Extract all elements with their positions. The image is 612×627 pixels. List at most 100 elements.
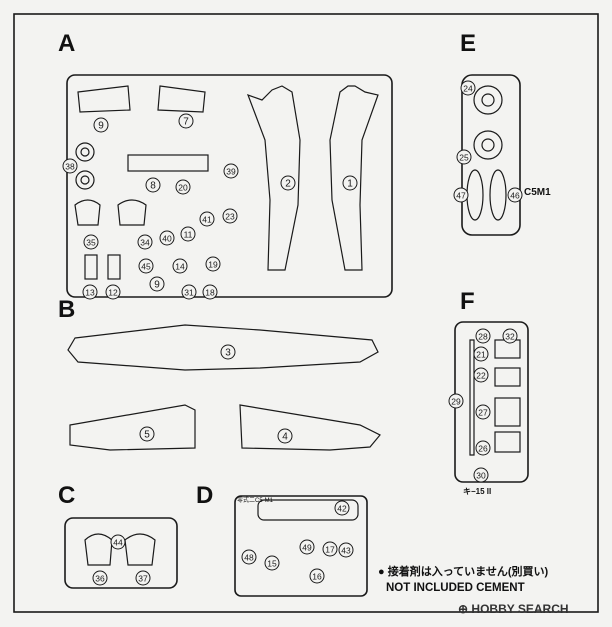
part-tailplane-left bbox=[77, 85, 131, 113]
section-label-c: C bbox=[58, 482, 76, 509]
part-number-a-9: 9 bbox=[93, 117, 109, 133]
svg-text:47: 47 bbox=[456, 191, 466, 201]
svg-text:30: 30 bbox=[476, 471, 486, 481]
svg-text:25: 25 bbox=[459, 153, 469, 163]
svg-text:46: 46 bbox=[510, 191, 520, 201]
part-number-d-16: 16 bbox=[309, 568, 325, 584]
part-wheel-lower bbox=[75, 170, 95, 190]
part-number-a-23: 23 bbox=[222, 208, 238, 224]
part-number-a-11: 11 bbox=[180, 226, 196, 242]
part-number-a-19: 19 bbox=[205, 256, 221, 272]
svg-text:16: 16 bbox=[312, 572, 322, 582]
part-wheel-pant-left bbox=[74, 199, 101, 226]
svg-text:44: 44 bbox=[113, 538, 123, 548]
part-engine-front bbox=[473, 85, 503, 115]
sprue-d-frame bbox=[234, 495, 368, 597]
part-c-left bbox=[84, 533, 113, 566]
sprue-c-frame bbox=[64, 517, 178, 589]
part-engine-rear bbox=[473, 130, 503, 160]
part-number-a-7: 7 bbox=[178, 113, 194, 129]
part-number-f-29: 29 bbox=[448, 393, 464, 409]
svg-text:2: 2 bbox=[285, 179, 291, 190]
cement-note-en: NOT INCLUDED CEMENT bbox=[386, 582, 525, 594]
svg-text:27: 27 bbox=[478, 408, 488, 418]
part-canopy bbox=[257, 499, 359, 521]
part-number-a-13: 13 bbox=[82, 284, 98, 300]
svg-text:22: 22 bbox=[476, 371, 486, 381]
part-number-d-17: 17 bbox=[322, 541, 338, 557]
svg-text:43: 43 bbox=[341, 546, 351, 556]
part-number-f-27: 27 bbox=[475, 404, 491, 420]
part-number-e-25: 25 bbox=[456, 149, 472, 165]
part-outer-wing-left bbox=[69, 404, 196, 451]
part-number-e-46: 46 bbox=[507, 187, 523, 203]
svg-text:39: 39 bbox=[226, 167, 236, 177]
section-label-f: F bbox=[460, 288, 475, 315]
part-number-a-20: 20 bbox=[175, 179, 191, 195]
section-label-a: A bbox=[58, 30, 76, 57]
sprue-e-tag: C5M1 bbox=[524, 187, 551, 198]
part-number-a-9: 9 bbox=[149, 276, 165, 292]
part-number-a-40: 40 bbox=[159, 230, 175, 246]
sprue-a-frame bbox=[66, 74, 393, 298]
part-number-f-21: 21 bbox=[473, 346, 489, 362]
svg-text:49: 49 bbox=[302, 543, 312, 553]
cement-note-jp: ● 接着剤は入っていません(別買い) bbox=[378, 566, 549, 578]
part-number-c-44: 44 bbox=[110, 534, 126, 550]
part-number-f-22: 22 bbox=[473, 367, 489, 383]
part-f-block-3 bbox=[494, 397, 521, 427]
part-fuselage-left bbox=[246, 85, 301, 271]
part-number-a-12: 12 bbox=[105, 284, 121, 300]
svg-text:29: 29 bbox=[451, 397, 461, 407]
part-number-d-43: 43 bbox=[338, 542, 354, 558]
part-number-c-36: 36 bbox=[92, 570, 108, 586]
part-number-a-1: 1 bbox=[342, 175, 358, 191]
part-number-b-4: 4 bbox=[277, 428, 293, 444]
svg-text:40: 40 bbox=[162, 234, 172, 244]
svg-text:12: 12 bbox=[108, 288, 118, 298]
svg-text:14: 14 bbox=[175, 262, 185, 272]
part-number-d-42: 42 bbox=[334, 500, 350, 516]
part-number-a-39: 39 bbox=[223, 163, 239, 179]
svg-text:3: 3 bbox=[225, 348, 231, 359]
section-label-b: B bbox=[58, 296, 76, 323]
section-label-d: D bbox=[196, 482, 214, 509]
watermark-logo-icon: ⊕ bbox=[458, 602, 469, 616]
part-number-b-3: 3 bbox=[220, 344, 236, 360]
part-number-a-38: 38 bbox=[62, 158, 78, 174]
part-number-f-32: 32 bbox=[502, 328, 518, 344]
part-main-wing bbox=[67, 324, 379, 371]
part-outer-wing-right bbox=[239, 404, 381, 451]
svg-text:31: 31 bbox=[184, 288, 194, 298]
svg-text:13: 13 bbox=[85, 288, 95, 298]
part-number-a-2: 2 bbox=[280, 175, 296, 191]
sprue-d-tag: 零式二C5-M1 bbox=[237, 498, 274, 504]
svg-text:34: 34 bbox=[140, 238, 150, 248]
svg-text:20: 20 bbox=[178, 183, 188, 193]
part-f-block-2 bbox=[494, 367, 521, 387]
part-gear-leg-left bbox=[84, 254, 98, 280]
part-number-a-35: 35 bbox=[83, 234, 99, 250]
part-wheel-upper bbox=[75, 142, 95, 162]
svg-text:21: 21 bbox=[476, 350, 486, 360]
part-number-a-41: 41 bbox=[199, 211, 215, 227]
svg-text:15: 15 bbox=[267, 559, 277, 569]
svg-text:26: 26 bbox=[478, 444, 488, 454]
part-number-d-49: 49 bbox=[299, 539, 315, 555]
part-tank-left bbox=[466, 169, 484, 221]
part-number-a-45: 45 bbox=[138, 258, 154, 274]
svg-text:38: 38 bbox=[65, 162, 75, 172]
part-number-a-31: 31 bbox=[181, 284, 197, 300]
part-number-a-8: 8 bbox=[145, 177, 161, 193]
svg-text:28: 28 bbox=[478, 332, 488, 342]
section-label-e: E bbox=[460, 30, 477, 57]
page-frame bbox=[13, 13, 599, 613]
svg-text:1: 1 bbox=[347, 179, 353, 190]
part-cockpit-floor bbox=[127, 154, 209, 172]
svg-text:9: 9 bbox=[154, 280, 160, 291]
part-number-f-26: 26 bbox=[475, 440, 491, 456]
svg-text:32: 32 bbox=[505, 332, 515, 342]
part-number-a-18: 18 bbox=[202, 284, 218, 300]
part-number-d-48: 48 bbox=[241, 549, 257, 565]
